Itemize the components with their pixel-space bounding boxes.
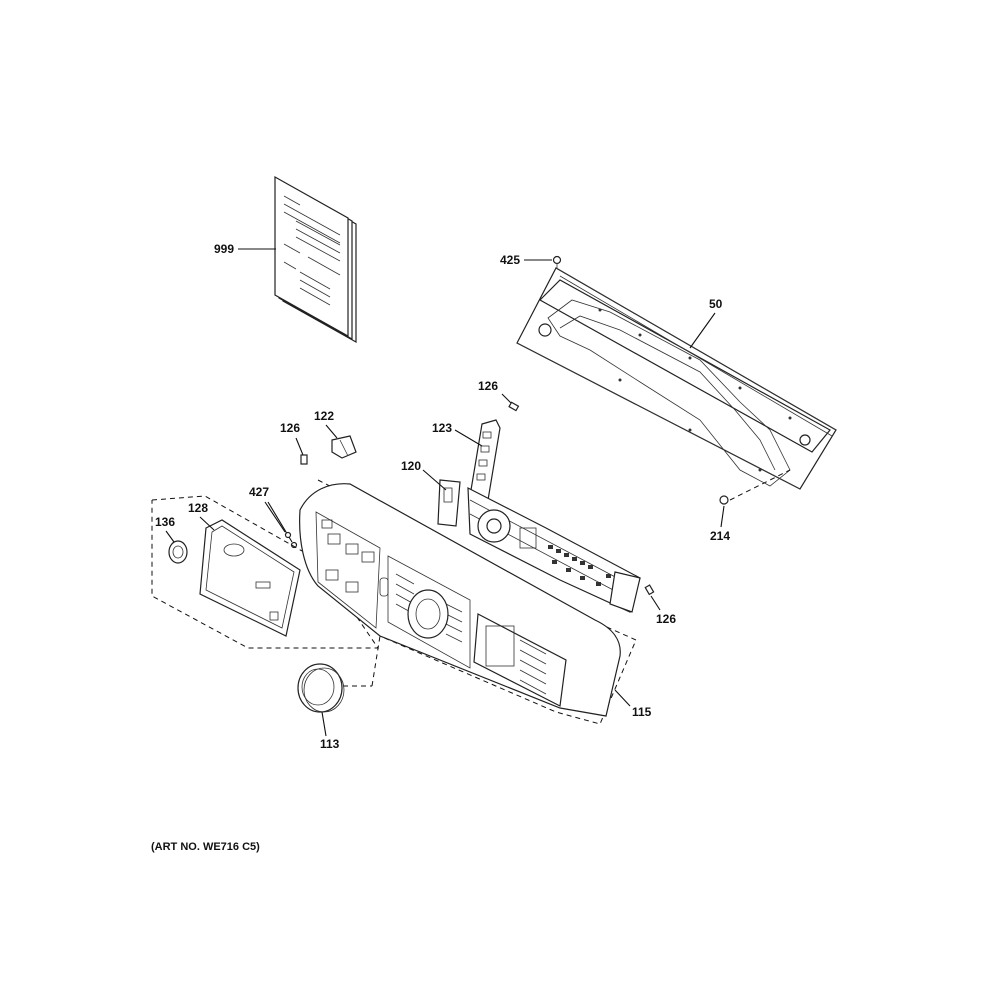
- part-126-screw-upper[interactable]: [508, 401, 520, 412]
- part-50-bracket[interactable]: [516, 267, 837, 490]
- callout-126-left[interactable]: 126: [280, 421, 300, 435]
- callout-999[interactable]: 999: [214, 242, 234, 256]
- leader-128: [199, 516, 215, 531]
- part-126-screw-right[interactable]: [644, 584, 655, 596]
- dashed-line-214: [729, 469, 791, 501]
- leader-113: [321, 711, 327, 737]
- callout-113[interactable]: 113: [320, 737, 340, 751]
- art-number: (ART NO. WE716 C5): [151, 841, 260, 853]
- callout-425[interactable]: 425: [500, 253, 520, 267]
- part-113-knob[interactable]: [297, 663, 345, 713]
- leader-50: [689, 312, 716, 349]
- callout-122[interactable]: 122: [314, 409, 334, 423]
- part-999-manual[interactable]: [274, 175, 357, 344]
- callout-123[interactable]: 123: [432, 421, 452, 435]
- part-120-control-board[interactable]: [437, 479, 641, 613]
- leader-120: [422, 469, 447, 491]
- callout-126-right[interactable]: 126: [656, 612, 676, 626]
- dashed-line-113b: [371, 635, 381, 687]
- leader-123: [454, 429, 483, 447]
- part-115-control-panel[interactable]: [299, 483, 621, 717]
- leader-126-upper: [501, 393, 513, 405]
- leader-427-a: [264, 501, 286, 533]
- leader-115: [614, 689, 631, 707]
- callout-120[interactable]: 120: [401, 459, 421, 473]
- callout-128[interactable]: 128: [188, 501, 208, 515]
- leader-214: [720, 505, 725, 528]
- leader-126-right: [650, 595, 661, 611]
- callout-427[interactable]: 427: [249, 485, 269, 499]
- leader-136: [165, 530, 175, 543]
- callout-214[interactable]: 214: [710, 529, 730, 543]
- callout-115[interactable]: 115: [632, 705, 652, 719]
- part-214-screw[interactable]: [719, 495, 729, 505]
- part-136-emblem[interactable]: [168, 540, 188, 564]
- callout-126-upper[interactable]: 126: [478, 379, 498, 393]
- leader-126-left: [295, 437, 304, 456]
- callout-136[interactable]: 136: [155, 515, 175, 529]
- leader-122: [325, 424, 338, 439]
- part-128-inlay[interactable]: [199, 519, 301, 637]
- part-126-screw-left[interactable]: [300, 454, 308, 465]
- part-122-cap[interactable]: [331, 435, 357, 459]
- callout-50[interactable]: 50: [709, 297, 723, 311]
